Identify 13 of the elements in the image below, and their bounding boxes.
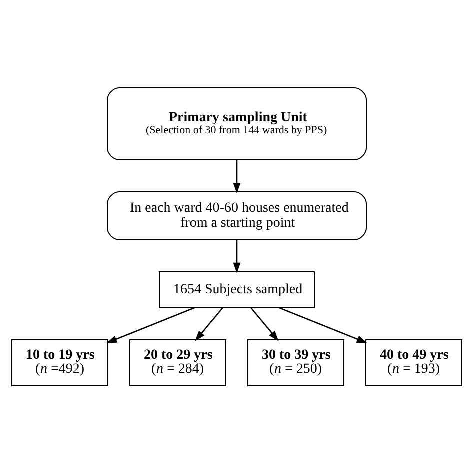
node-box: Primary sampling Unit (Selection of 30 from 144 wards by PPS) <box>107 88 367 160</box>
node-box: 40 to 49 yrs (n = 193) <box>366 340 462 386</box>
arrow <box>195 308 224 342</box>
arrow <box>279 307 368 344</box>
node-box: 30 to 39 yrs (n = 250) <box>248 340 344 386</box>
arrow <box>250 308 279 342</box>
node-box: In each ward 40-60 houses enumerated from a starting point <box>107 192 367 240</box>
arrow <box>106 307 195 344</box>
node-box: 20 to 29 yrs (n = 284) <box>130 340 226 386</box>
arrow <box>233 160 241 194</box>
arrow <box>233 240 241 274</box>
node-box: 10 to 19 yrs (n =492) <box>12 340 108 386</box>
node-box: 1654 Subjects sampled <box>159 272 315 308</box>
